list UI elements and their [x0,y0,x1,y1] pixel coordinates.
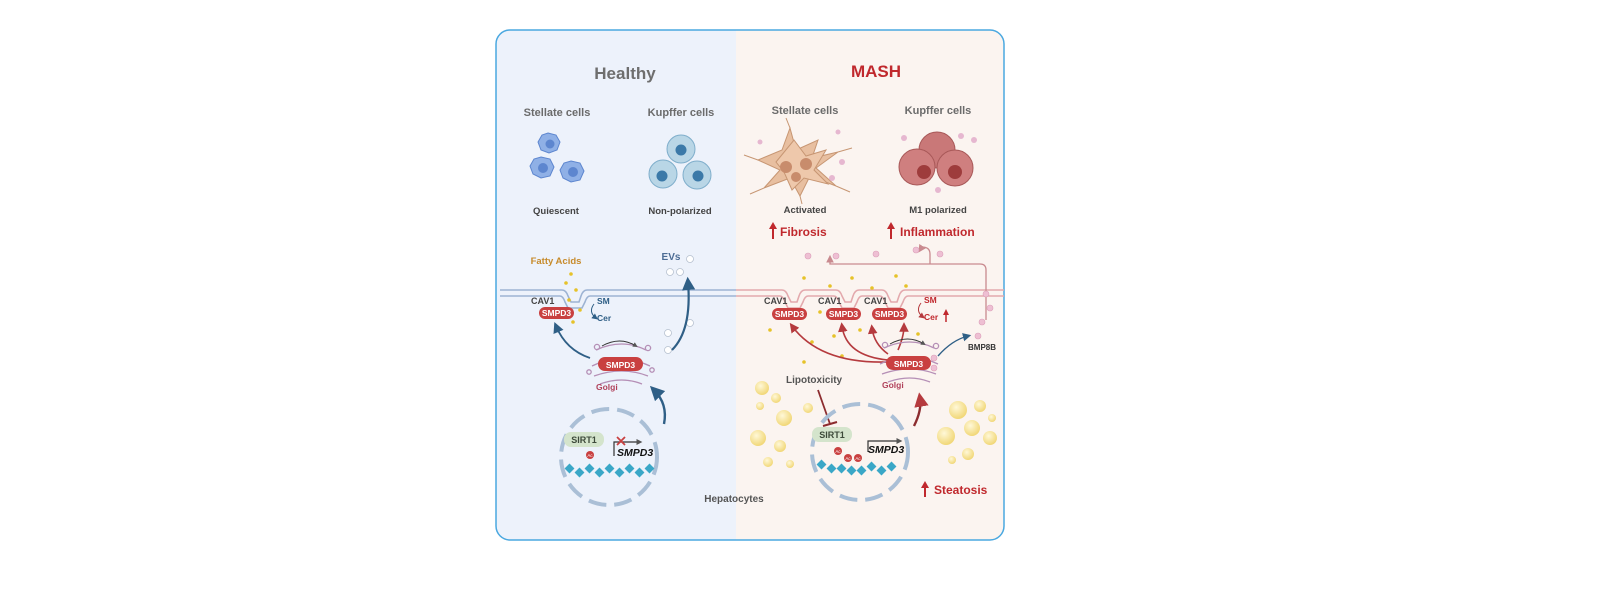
mash-ev-to-kupffer-arrow [918,243,931,264]
mash-ev-to-immune-pathway [826,254,987,320]
mash-chromatin [816,459,897,476]
healthy-smpd3-membrane: SMPD3 [539,307,574,319]
mash-nucleus-to-golgi-arrow [912,392,929,427]
healthy-ac-label: Ac [587,453,593,458]
quiescent-stellate-cells-icon [529,132,585,183]
fibrosis-label: Fibrosis [780,225,827,239]
mash-ev-dots [804,246,994,372]
mash-smpd3-membrane-2 [826,308,861,320]
mash-ac-label-3: Ac [855,456,861,461]
healthy-gene-promoter [613,439,643,456]
lipotoxicity-inhibition-bar [822,421,838,427]
healthy-golgi-to-membrane-arrow [553,322,591,359]
mash-smpd3-golgi [886,356,931,370]
mash-ac-label-2: Ac [845,456,851,461]
m1-polarized-label: M1 polarized [909,205,967,216]
mash-cav1-label-1: CAV1 [764,296,787,306]
mash-acetyl-marks [834,447,862,462]
non-polarized-label: Non-polarized [648,206,712,217]
mash-cav1-label-3: CAV1 [864,296,887,306]
healthy-stellate-title: Stellate cells [524,107,591,119]
healthy-sirt1-box [564,432,604,447]
plasma-membrane-healthy [500,289,736,309]
mash-sm-cer-arrow [917,302,925,319]
healthy-panel [496,30,736,540]
healthy-ev-export-arrow [671,276,696,351]
healthy-cer-label: Cer [597,313,612,323]
lipotoxicity-label: Lipotoxicity [786,375,843,386]
activated-label: Activated [784,205,827,216]
mash-golgi-label: Golgi [882,380,904,390]
mash-cav1-label-2: CAV1 [818,296,841,306]
mash-smpd3-gene-label: SMPD3 [868,444,904,456]
fatty-acids-label: Fatty Acids [531,256,582,267]
steatosis-label: Steatosis [934,483,988,497]
mash-sirt1-box [812,427,852,442]
mash-title: MASH [851,62,901,81]
healthy-nucleus-to-golgi-arrow [649,385,667,425]
extracellular-vesicles [664,255,694,354]
mash-gene-promoter [867,438,903,452]
mash-smpd3-membrane-3 [872,308,907,320]
bmp8b-label: BMP8B [968,343,996,352]
evs-label: EVs [662,252,681,263]
lipid-droplets [750,381,997,468]
healthy-smpd3-membrane-label: SMPD3 [542,308,572,318]
healthy-smpd3-golgi [598,357,643,371]
figure-frame [495,29,1005,541]
hepatocytes-label: Hepatocytes [704,494,764,505]
mash-golgi-to-membrane-arrows [789,322,909,363]
mash-golgi-loop-arrow [889,338,926,346]
healthy-nucleus [559,407,659,507]
quiescent-label: Quiescent [533,206,580,217]
mash-cer-label: Cer [924,312,939,322]
healthy-sm-label: SM [597,296,610,306]
mash-bmp8b-arrow [937,333,972,357]
activated-stellate-cells-icon [743,117,853,205]
mash-fatty-acid-dots [768,274,920,364]
transcription-blocked-icon [616,436,626,446]
mash-smpd3-membrane-3-label: SMPD3 [875,309,905,319]
mash-sirt1-label: SIRT1 [819,430,845,440]
mash-smpd3-membrane-1 [772,308,807,320]
inflammation-up-arrow-icon [887,222,895,239]
healthy-sirt1-label: SIRT1 [571,435,597,445]
healthy-acetyl-mark [586,451,594,459]
healthy-kupffer-title: Kupffer cells [648,107,715,119]
healthy-smpd3-golgi-label: SMPD3 [606,360,636,370]
m1-polarized-kupffer-cells-icon [898,131,977,193]
mash-smpd3-membrane-1-label: SMPD3 [775,309,805,319]
fibrosis-up-arrow-icon [769,222,777,239]
mash-ac-label-1: Ac [835,449,841,454]
healthy-sm-cer-arrow [590,303,598,320]
mash-panel [736,30,1004,540]
mash-stellate-title: Stellate cells [772,105,839,117]
healthy-cav1-label: CAV1 [531,296,554,306]
healthy-smpd3-gene-label: SMPD3 [617,447,653,459]
mash-nucleus [810,402,910,502]
mash-smpd3-membrane-2-label: SMPD3 [829,309,859,319]
mash-kupffer-title: Kupffer cells [905,105,972,117]
inflammation-label: Inflammation [900,225,975,239]
healthy-chromatin [564,463,655,478]
healthy-golgi-loop-arrow [601,340,638,348]
healthy-title: Healthy [594,64,656,83]
mash-sm-label: SM [924,295,937,305]
non-polarized-kupffer-cells-icon [648,134,712,190]
mash-smpd3-golgi-label: SMPD3 [894,359,924,369]
healthy-golgi-label: Golgi [596,382,618,392]
cer-increase-icon [943,309,949,322]
steatosis-up-arrow-icon [921,481,929,497]
